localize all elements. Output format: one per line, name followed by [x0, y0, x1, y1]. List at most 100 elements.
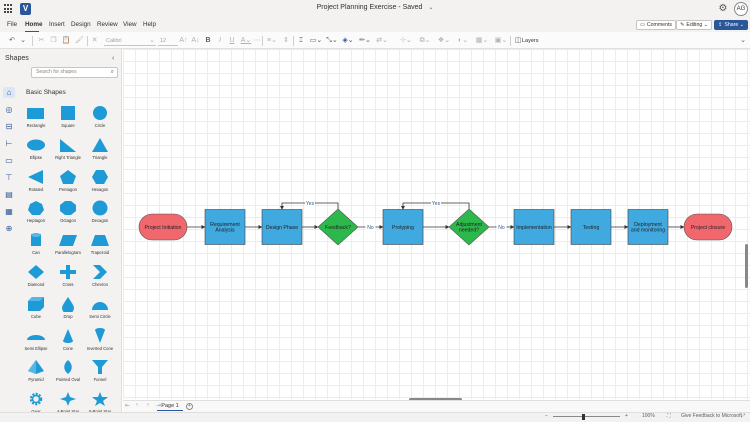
align-icon[interactable]: ≡⌄ [267, 37, 277, 44]
shape-cube[interactable]: Cube [20, 295, 52, 325]
flow-node-proto[interactable]: Protyping [382, 209, 424, 245]
shape-diamond[interactable]: Diamond [20, 263, 52, 293]
more-icon[interactable]: ⋯ [253, 37, 261, 44]
avatar[interactable]: AG [734, 2, 748, 16]
styles-icon[interactable]: ❖⌄ [437, 37, 451, 44]
layers-button[interactable]: Layers [522, 38, 539, 44]
format-painter-icon[interactable]: 🖌 [75, 37, 84, 44]
shape-parallelogram[interactable]: Parallelogram [52, 231, 84, 261]
shape-rotated-triangle[interactable]: Rotated [20, 168, 52, 198]
app-launcher-icon[interactable] [4, 4, 14, 14]
horizontal-scrollbar[interactable] [409, 398, 462, 401]
shape-triangle[interactable]: Triangle [84, 136, 116, 166]
shape-cone[interactable]: Cone [52, 327, 84, 357]
shape-hexagon[interactable]: Hexagon [84, 168, 116, 198]
add-stencil-icon[interactable]: ⊕ [5, 224, 13, 233]
connector-icon[interactable]: ⤡⌄ [326, 37, 338, 44]
document-title[interactable]: Project Planning Exercise - Saved ⌄ [316, 4, 434, 11]
shape-ellipse[interactable]: Ellipse [20, 136, 52, 166]
position-icon[interactable]: ⊹⌄ [400, 37, 412, 44]
collapse-panel-icon[interactable]: ‹ [112, 55, 115, 62]
shape-trapezoid[interactable]: Trapezoid [84, 231, 116, 261]
last-page-icon[interactable]: ⇥ [156, 403, 162, 409]
italic-icon[interactable]: I [219, 37, 221, 44]
globe-shapes-icon[interactable]: ◎ [5, 105, 13, 114]
shape-icon[interactable]: ▭⌄ [309, 37, 323, 44]
give-feedback-link[interactable]: Give Feedback to Microsoft [681, 413, 742, 419]
page-tab-1[interactable]: Page 1 [157, 402, 183, 411]
settings-gear-icon[interactable]: ⚙ [718, 3, 728, 14]
expand-icon[interactable]: ⤢ [741, 413, 746, 419]
undo-icon[interactable]: ↶ [9, 37, 15, 44]
zoom-out-button[interactable]: − [545, 413, 548, 419]
shape-style-icon[interactable]: ▣⌄ [494, 37, 508, 44]
share-button[interactable]: ⇪Share ⌄ [714, 20, 748, 30]
shape-decagon[interactable]: Decagon [84, 199, 116, 229]
flow-node-start[interactable]: Project Initiation [138, 213, 188, 241]
shape-star4[interactable]: 4-Point Star [52, 390, 84, 420]
menu-insert[interactable]: Insert [49, 21, 65, 28]
shape-star5[interactable]: 5-Point Star [84, 390, 116, 420]
text-direction-icon[interactable]: ⇕ [283, 37, 289, 44]
shape-chevron[interactable]: Chevron [84, 263, 116, 293]
zoom-slider-thumb[interactable] [582, 414, 585, 420]
shape-drop[interactable]: Drop [52, 295, 84, 325]
add-page-icon[interactable]: + [186, 403, 193, 410]
menu-home[interactable]: Home [25, 21, 43, 28]
search-icon[interactable]: ⌕ [110, 69, 114, 75]
font-color-icon[interactable]: A⌄ [240, 37, 252, 44]
next-page-icon[interactable]: › [147, 402, 149, 408]
line-icon[interactable]: ✏⌄ [359, 37, 371, 44]
shape-inverted-cone[interactable]: Inverted Cone [84, 327, 116, 357]
menu-view[interactable]: View [123, 21, 137, 28]
fit-page-icon[interactable]: ⛶ [667, 413, 671, 419]
network-shapes-icon[interactable]: ⊤ [5, 173, 13, 182]
delete-icon[interactable]: ✕ [91, 37, 98, 44]
screen-shapes-icon[interactable]: ▭ [5, 156, 13, 165]
layers-icon[interactable]: ◫ [514, 37, 522, 44]
shape-rectangle[interactable]: Rectangle [20, 104, 52, 134]
shape-octagon[interactable]: Octagon [52, 199, 84, 229]
shape-heptagon[interactable]: Heptagon [20, 199, 52, 229]
editing-mode-button[interactable]: ✎Editing ⌄ [676, 20, 713, 30]
shape-pointed-oval[interactable]: Pointed Oval [52, 358, 84, 388]
first-page-icon[interactable]: ⇤ [125, 403, 131, 409]
shape-pyramid[interactable]: Pyramid [20, 358, 52, 388]
flow-node-design[interactable]: Design Phase [261, 209, 303, 245]
flow-node-feedback[interactable]: Feedback? [317, 208, 359, 246]
vertical-scrollbar[interactable] [745, 244, 748, 288]
bold-icon[interactable]: B [205, 37, 211, 44]
menu-help[interactable]: Help [143, 21, 156, 28]
theme-icon[interactable]: ▦⌄ [475, 37, 489, 44]
textbox-icon[interactable]: ⌶ [298, 37, 304, 44]
flowchart-shapes-icon[interactable]: ⊟ [5, 122, 13, 131]
zoom-level[interactable]: 100% [642, 413, 655, 419]
underline-icon[interactable]: U [229, 37, 235, 44]
shape-can[interactable]: Can [20, 231, 52, 261]
stencil-shapes-icon[interactable]: ▦ [5, 207, 13, 216]
menu-review[interactable]: Review [97, 21, 118, 28]
zoom-in-button[interactable]: + [625, 413, 628, 419]
ribbon-collapse-icon[interactable]: ⌄ [740, 37, 746, 44]
cut-icon[interactable]: ✂ [38, 37, 45, 44]
shape-right-triangle[interactable]: Right Triangle [52, 136, 84, 166]
copy-icon[interactable]: ❐ [50, 37, 57, 44]
shape-cross[interactable]: Cross [52, 263, 84, 293]
fill-icon[interactable]: ◈⌄ [342, 37, 354, 44]
zoom-slider[interactable] [553, 416, 620, 417]
shape-square[interactable]: Square [52, 104, 84, 134]
flow-node-test[interactable]: Testing [570, 209, 612, 245]
server-shapes-icon[interactable]: ▤ [5, 190, 13, 199]
effects-icon[interactable]: ◐⌄ [457, 37, 469, 44]
shape-funnel[interactable]: Funnel [84, 358, 116, 388]
org-chart-shapes-icon[interactable]: ⊢ [5, 139, 13, 148]
shape-semi-circle[interactable]: Semi Circle [84, 295, 116, 325]
arrange-icon[interactable]: ⧉⌄ [419, 37, 431, 44]
comments-button[interactable]: ▭Comments [636, 20, 676, 30]
basic-shapes-icon[interactable]: ⌂ [3, 87, 15, 98]
shape-semi-ellipse[interactable]: Semi Ellipse [20, 327, 52, 357]
previous-page-icon[interactable]: ‹ [136, 402, 138, 408]
